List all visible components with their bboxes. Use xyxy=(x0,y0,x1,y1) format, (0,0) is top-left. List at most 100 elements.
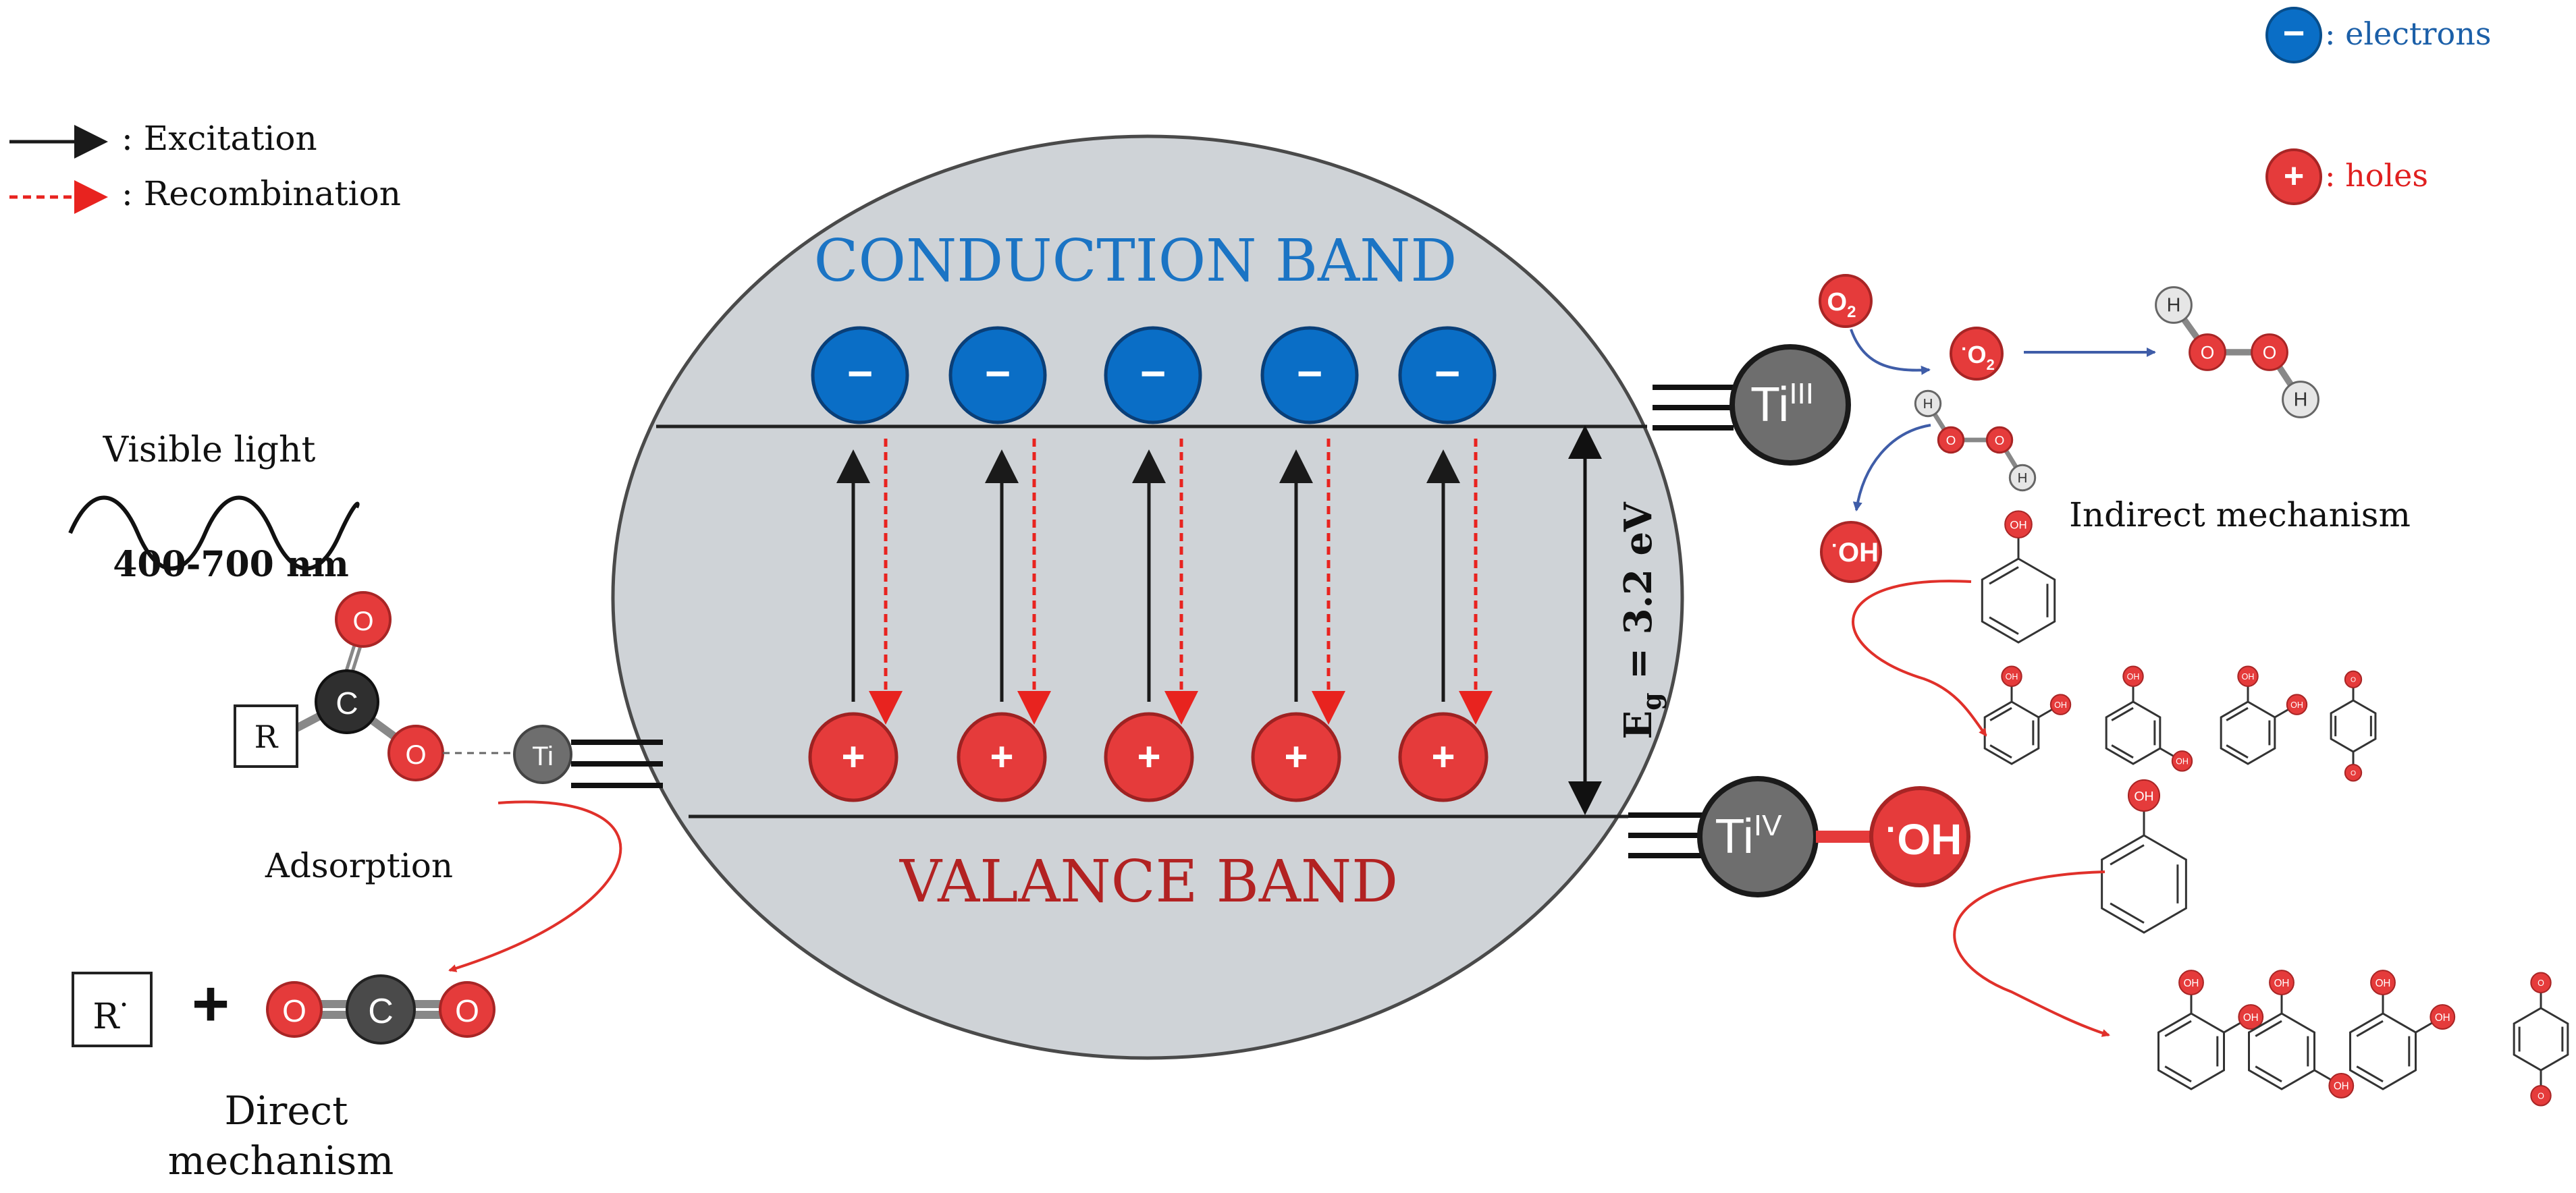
electrons-label: : electrons xyxy=(2325,16,2491,52)
svg-text:OH: OH xyxy=(2242,672,2255,682)
phenolic-ring: OH xyxy=(1981,510,2056,644)
svg-text:OH: OH xyxy=(2184,978,2199,989)
band-gap-label: Eg = 3.2 eV xyxy=(1616,501,1667,740)
svg-text:O: O xyxy=(405,740,426,770)
svg-text:·OH: ·OH xyxy=(1886,810,1962,864)
svg-text:OH: OH xyxy=(2054,700,2067,710)
peroxide-molecule: O O H H xyxy=(1914,389,2037,492)
hole-legend-icon xyxy=(2265,148,2322,205)
co2-oxygen-left xyxy=(266,981,323,1038)
svg-text:H: H xyxy=(2294,389,2308,411)
svg-text:C: C xyxy=(368,992,394,1031)
svg-text:OH: OH xyxy=(2176,757,2189,767)
oh-attack-arrow-lower xyxy=(1953,870,2110,1037)
phenolic-ring: OH xyxy=(2101,779,2187,934)
indirect-mechanism-label: Indirect mechanism xyxy=(2069,495,2411,534)
phenolic-ring: OH OH xyxy=(1983,665,2072,765)
svg-text:−: − xyxy=(2283,11,2305,54)
electron xyxy=(1104,326,1202,424)
surface-hydroxyl-radical xyxy=(1869,786,1970,887)
svg-text:R·: R· xyxy=(92,988,128,1037)
svg-text:+: + xyxy=(2284,157,2304,196)
electron-sign: − xyxy=(847,348,874,398)
svg-text:O: O xyxy=(2351,677,2356,684)
r-group-box xyxy=(234,704,298,768)
svg-text:O: O xyxy=(2538,978,2544,988)
hole-sign: + xyxy=(1431,734,1455,779)
electron xyxy=(1260,326,1359,424)
surface-ti-atom xyxy=(513,725,572,784)
hole-sign: + xyxy=(1137,734,1160,779)
svg-text:H: H xyxy=(2018,471,2028,486)
svg-text:O: O xyxy=(282,993,306,1028)
ti3-site: TiIII xyxy=(1653,344,1851,466)
valence-band-title: VALANCE BAND xyxy=(899,848,1398,916)
svg-text:H: H xyxy=(2167,295,2181,316)
hole xyxy=(1104,712,1194,802)
electron xyxy=(948,326,1047,424)
phenolic-ring: OH OH xyxy=(2220,665,2308,765)
co2-carbon xyxy=(346,974,416,1045)
legend-electrons: − : electrons xyxy=(2265,7,2491,63)
co2-oxygen-right xyxy=(439,981,495,1038)
carbonyl-oxygen xyxy=(335,591,392,648)
benzoquinone: OO xyxy=(2330,670,2377,782)
svg-text:O: O xyxy=(2201,343,2215,363)
r-radical-box xyxy=(72,972,153,1047)
direct-mechanism-label: Direct xyxy=(225,1088,348,1134)
adsorbed-carboxylate: R O C O Ti xyxy=(234,591,663,788)
svg-text:O: O xyxy=(455,993,479,1028)
excitation-label: : Excitation xyxy=(122,119,317,158)
svg-text:OH: OH xyxy=(2334,1081,2349,1092)
carrier-pairs: −−−−−+++++ xyxy=(808,326,1497,802)
light-wave-icon xyxy=(68,495,360,571)
oh-attack-arrow-upper xyxy=(1852,580,1987,737)
svg-text:OH: OH xyxy=(2290,700,2303,710)
adsorption-label: Adsorption xyxy=(265,846,453,885)
svg-text:OH: OH xyxy=(2127,672,2140,682)
ti4-site: TiIV ·OH xyxy=(1628,776,1970,897)
svg-text:O: O xyxy=(2263,343,2277,363)
svg-text:O2: O2 xyxy=(1827,288,1856,321)
indirect-pathway: O2 ·O2 ·OH xyxy=(1819,274,2156,583)
svg-text:TiIV: TiIV xyxy=(1715,809,1783,864)
phenolic-ring: OH OH xyxy=(2105,665,2193,772)
svg-text:Ti: Ti xyxy=(532,742,554,771)
ti3-atom xyxy=(1729,344,1851,466)
direct-mechanism-label-2: mechanism xyxy=(168,1138,394,1184)
electron xyxy=(811,326,909,424)
svg-text:OH: OH xyxy=(2006,672,2018,682)
legend-recombination: : Recombination xyxy=(9,174,401,214)
oxygen-molecule xyxy=(1819,274,1873,328)
legend-holes: + : holes xyxy=(2265,148,2428,205)
electron xyxy=(1398,326,1497,424)
svg-text:OH: OH xyxy=(2134,789,2153,804)
peroxide-molecule: O O H H xyxy=(2155,286,2319,418)
svg-text:O: O xyxy=(352,607,373,636)
svg-text:OH: OH xyxy=(2243,1012,2259,1024)
hydrogen-peroxide-molecules: O O H H O O H H xyxy=(1914,286,2319,492)
electron-legend-icon xyxy=(2265,7,2322,63)
svg-text:C: C xyxy=(336,686,358,721)
svg-text:OH: OH xyxy=(2274,978,2290,989)
phenolic-ring: OH OH xyxy=(2248,970,2355,1099)
svg-text:·O2: ·O2 xyxy=(1961,338,1995,373)
hole-sign: + xyxy=(841,734,865,779)
hole xyxy=(1398,712,1488,802)
phenolic-ring: OH OH xyxy=(2157,970,2264,1090)
superoxide-radical xyxy=(1950,327,2004,381)
svg-text:R: R xyxy=(254,719,279,755)
conduction-band-title: CONDUCTION BAND xyxy=(814,227,1457,295)
plus-sign: + xyxy=(192,968,230,1040)
svg-text:OH: OH xyxy=(2376,978,2391,989)
svg-text:H: H xyxy=(1923,397,1933,412)
svg-text:O: O xyxy=(1946,433,1956,447)
svg-text:OH: OH xyxy=(2435,1012,2450,1024)
visible-light-label: Visible light xyxy=(103,430,316,470)
svg-text:O: O xyxy=(1995,433,2005,447)
benzoquinone: OO xyxy=(2513,972,2569,1107)
svg-text:TiIII: TiIII xyxy=(1750,377,1814,432)
svg-text:O: O xyxy=(2351,770,2356,777)
